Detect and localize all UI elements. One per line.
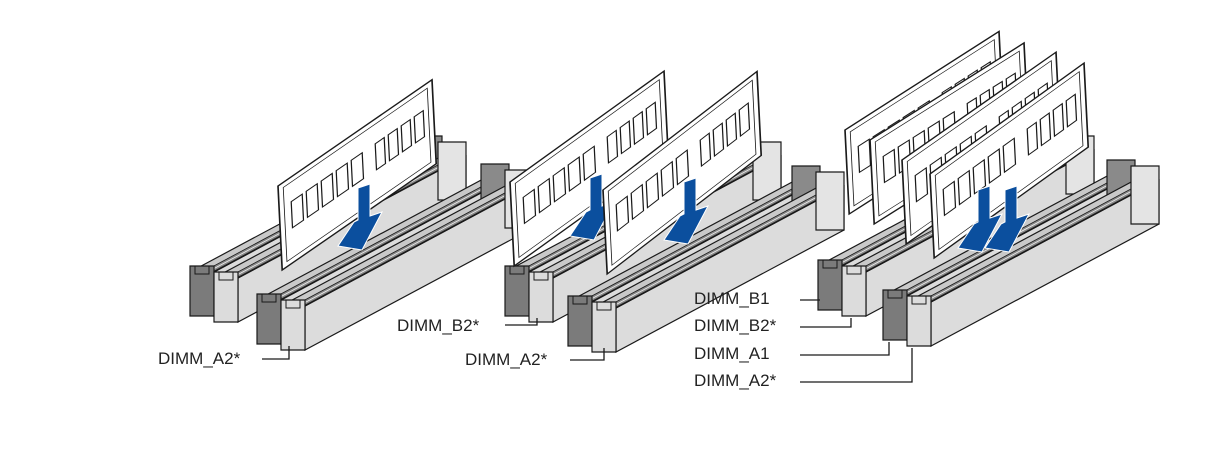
memory-chip [675, 149, 690, 186]
slot-channel-line [292, 186, 522, 310]
leader-g3-a1 [800, 342, 890, 356]
slot-latch-notch [261, 294, 277, 303]
slot-latch-notch [822, 260, 838, 269]
memory-chip [1002, 137, 1017, 174]
memory-chip [552, 166, 567, 203]
memory-chip [413, 109, 426, 144]
slot-front-latch [841, 265, 867, 317]
slot-latch-notch [911, 296, 927, 305]
memory-module-g2-b [509, 69, 670, 268]
leader-g1-a2 [262, 346, 290, 360]
memory-chip [567, 156, 582, 192]
memory-chip [400, 118, 413, 153]
slot-latch-notch [887, 290, 903, 299]
label-g3-dimm-a2: DIMM_A2* [694, 371, 777, 390]
slot-latch-notch [572, 296, 588, 305]
slot-latch-notch [846, 266, 862, 275]
memory-chip [350, 151, 365, 188]
memory-chip [305, 182, 320, 219]
memory-module-g2-a [602, 70, 763, 276]
label-g2-dimm-a2: DIMM_A2* [465, 350, 548, 369]
memory-chip [957, 169, 972, 206]
slot-g1-a2 [280, 169, 534, 352]
memory-chip [1026, 121, 1039, 156]
memory-chip [712, 122, 725, 158]
slot-front-latch [591, 301, 617, 353]
memory-chip [914, 166, 929, 203]
label-g3-dimm-a1: DIMM_A1 [694, 344, 770, 363]
memory-chip [387, 127, 400, 162]
memory-chip [738, 102, 751, 138]
memory-chip [942, 180, 957, 217]
label-g3-dimm-b2: DIMM_B2* [694, 316, 777, 335]
memory-chip [987, 148, 1002, 184]
memory-chip [537, 177, 552, 214]
memory-chip [630, 183, 645, 221]
memory-chip [335, 162, 350, 198]
memory-chip [1039, 112, 1052, 147]
leader-g3-b2 [800, 318, 852, 328]
slot-latch-notch [509, 266, 525, 275]
slot-channel-line [918, 182, 1148, 306]
label-g1-dimm-a2: DIMM_A2* [158, 349, 241, 368]
memory-chip [606, 129, 619, 164]
memory-chip [522, 188, 537, 225]
memory-chip [320, 172, 335, 209]
slot-front-latch [906, 295, 932, 347]
memory-chip [632, 110, 645, 146]
memory-chip [1065, 93, 1078, 128]
slot-g2-a2 [591, 171, 845, 354]
slot-latch-notch [596, 302, 612, 311]
memory-chip [290, 193, 305, 229]
label-g3-dimm-b1: DIMM_B1 [694, 289, 770, 308]
memory-chip [645, 172, 660, 209]
slot-front-latch [213, 271, 239, 323]
slot-latch-notch [194, 266, 210, 275]
insert-arrow-icon [337, 183, 384, 251]
slot-front-latch [528, 271, 554, 323]
memory-chip [374, 136, 387, 171]
memory-chip [882, 148, 897, 184]
memory-chip [1052, 102, 1065, 138]
memory-chip [645, 101, 658, 136]
slot-back-latch [1130, 165, 1160, 225]
memory-chip [699, 132, 712, 168]
label-g2-dimm-b2: DIMM_B2* [397, 316, 480, 335]
slot-latch-notch [285, 300, 301, 309]
slot-channel-line [268, 180, 498, 304]
slot-front-latch [280, 299, 306, 351]
memory-chip [725, 112, 738, 148]
leader-g2-b2 [505, 318, 538, 326]
slot-back-latch [815, 171, 845, 231]
slot-g3-a2 [906, 165, 1160, 348]
memory-chip [582, 145, 597, 182]
slot-channel-line [579, 182, 809, 306]
slot-latch-notch [218, 272, 234, 281]
insert-arrow-icon [984, 185, 1031, 253]
memory-chip [660, 160, 675, 198]
leader-g3-a2 [800, 348, 913, 383]
slot-latch-notch [533, 272, 549, 281]
insert-arrow-icon [663, 177, 710, 245]
insert-arrow-icon [569, 173, 616, 241]
insert-arrow-icon [957, 185, 1004, 253]
leader-g2-a2 [570, 348, 605, 361]
memory-chip [615, 195, 630, 232]
slot-channel-line [603, 188, 833, 312]
memory-chip [619, 120, 632, 155]
